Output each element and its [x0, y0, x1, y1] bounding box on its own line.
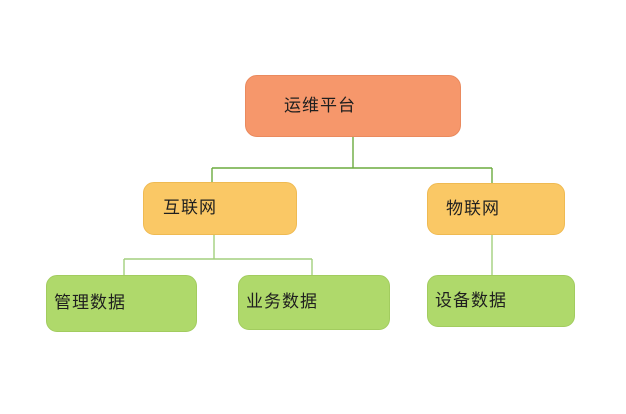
- node-ops-platform-label: 运维平台: [284, 95, 356, 115]
- node-management-data-label: 管理数据: [54, 293, 126, 312]
- node-internet-label: 互联网: [163, 198, 217, 217]
- node-iot-label: 物联网: [446, 198, 500, 218]
- node-business-data: 业务数据: [238, 275, 390, 330]
- node-ops-platform: 运维平台: [245, 75, 461, 137]
- node-management-data: 管理数据: [46, 275, 197, 332]
- node-device-data: 设备数据: [427, 275, 575, 327]
- node-business-data-label: 业务数据: [246, 292, 318, 311]
- connector-level2-to-level3: [123, 235, 493, 276]
- node-device-data-label: 设备数据: [435, 290, 507, 310]
- node-iot: 物联网: [427, 183, 565, 235]
- connector-root-to-level2: [211, 137, 493, 184]
- node-internet: 互联网: [143, 182, 297, 235]
